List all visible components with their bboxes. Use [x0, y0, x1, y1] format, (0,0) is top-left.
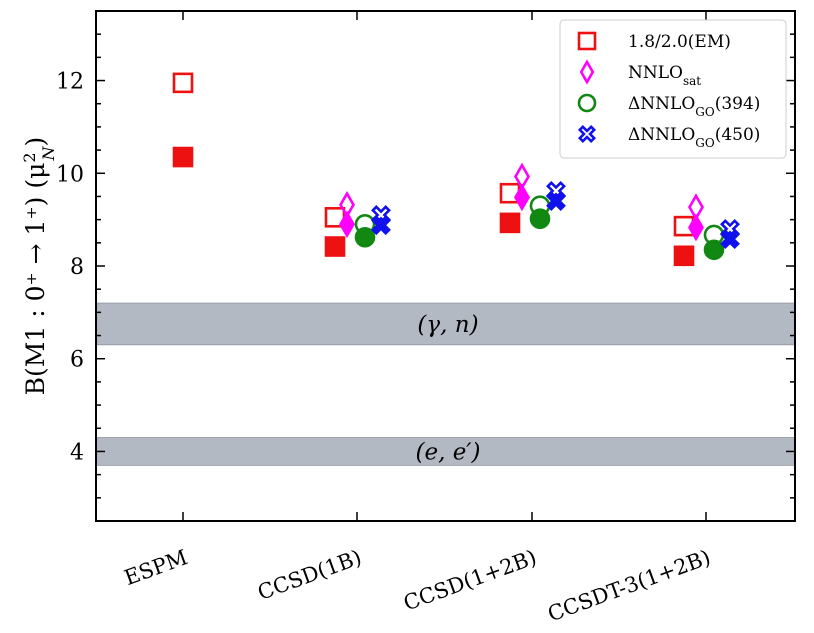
square-open-marker: [172, 72, 194, 94]
diamond-filled-marker: [688, 213, 704, 242]
series-3: [371, 180, 740, 250]
diamond-filled-marker: [514, 183, 530, 212]
circle-filled-marker: [703, 239, 725, 261]
x-filled-marker: [720, 229, 740, 250]
legend: 1.8/2.0(EM)NNLOsatΔNNLOGO(394)ΔNNLOGO(45…: [559, 19, 787, 159]
legend-x-marker: [577, 124, 597, 144]
square-filled-marker: [324, 236, 346, 257]
category-label: CCSD(1+2B): [400, 545, 539, 615]
square-filled-marker: [499, 212, 521, 234]
legend-box: [559, 19, 787, 159]
legend-square-marker: [577, 31, 597, 51]
diamond-filled-marker: [339, 210, 355, 239]
experimental-bands: (γ, n) (e, e′): [95, 302, 796, 466]
category-label: CCSD(1B): [255, 545, 365, 605]
data-markers: [172, 72, 740, 267]
circle-filled-marker: [529, 208, 551, 230]
y-tick-label: 12: [56, 70, 84, 95]
circle-filled-marker: [354, 226, 376, 248]
legend-diamond-marker: [579, 59, 595, 85]
y-tick-label: 10: [56, 162, 84, 187]
band-0: [95, 302, 796, 346]
y-tick-label: 4: [70, 440, 84, 465]
y-tick-label: 6: [70, 348, 84, 373]
square-filled-marker: [172, 146, 194, 168]
series-1: [339, 162, 704, 242]
y-tick-label: 8: [70, 255, 84, 280]
series-2: [354, 195, 725, 261]
category-label: CCSDT-3(1+2B): [545, 545, 714, 626]
legend-label-0: 1.8/2.0(EM): [628, 32, 731, 52]
band-label-1: (e, e′): [415, 439, 480, 465]
legend-circle-marker: [577, 93, 597, 113]
category-label: ESPM: [121, 545, 191, 590]
square-filled-marker: [673, 245, 695, 267]
y-axis-label: B(M1 : 0⁺ → 1⁺) (μ2N): [20, 137, 58, 396]
x-filled-marker: [371, 215, 391, 236]
series-0: [172, 72, 695, 267]
band-1: [95, 437, 796, 466]
band-label-0: (γ, n): [417, 312, 478, 338]
x-filled-marker: [546, 191, 566, 212]
